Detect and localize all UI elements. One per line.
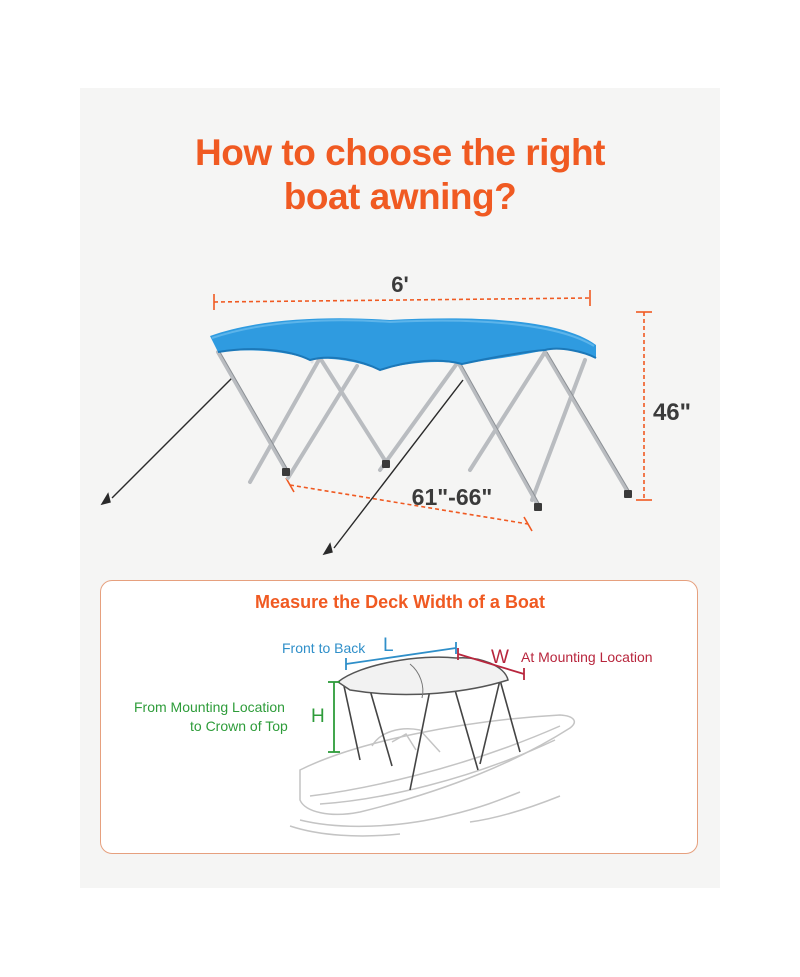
canopy-fabric: [210, 318, 597, 372]
height-letter: H: [311, 706, 325, 727]
deck-mounts: [282, 460, 632, 511]
frame-tubes: [216, 324, 630, 507]
length-dimension: [213, 290, 591, 310]
height-caption-line-1: From Mounting Location: [134, 699, 285, 715]
length-label: 6': [391, 272, 408, 297]
front-to-back-indicator: [345, 642, 457, 670]
boat-sketch-icon: [289, 714, 576, 837]
tie-down-straps: [100, 377, 464, 556]
height-indicator: [328, 681, 340, 753]
width-label: 61"-66": [412, 484, 493, 510]
measure-card: [100, 580, 698, 854]
mounting-location-label: At Mounting Location: [521, 649, 653, 665]
height-dimension: [636, 311, 652, 501]
title-line-1: How to choose the right: [195, 132, 605, 173]
mini-frame: [343, 679, 521, 791]
height-label: 46": [653, 399, 691, 426]
height-caption-line-2: to Crown of Top: [190, 718, 288, 734]
length-letter: L: [383, 635, 394, 656]
mounting-width-indicator: [457, 648, 525, 680]
frame-tube-edges: [219, 351, 631, 506]
measure-card-title: Measure the Deck Width of a Boat: [255, 592, 545, 612]
title-line-2: boat awning?: [283, 176, 517, 217]
width-dimension: [285, 477, 533, 532]
page-title: How to choose the right boat awning?: [0, 131, 800, 219]
front-to-back-label: Front to Back: [282, 640, 366, 656]
width-letter: W: [491, 647, 509, 668]
